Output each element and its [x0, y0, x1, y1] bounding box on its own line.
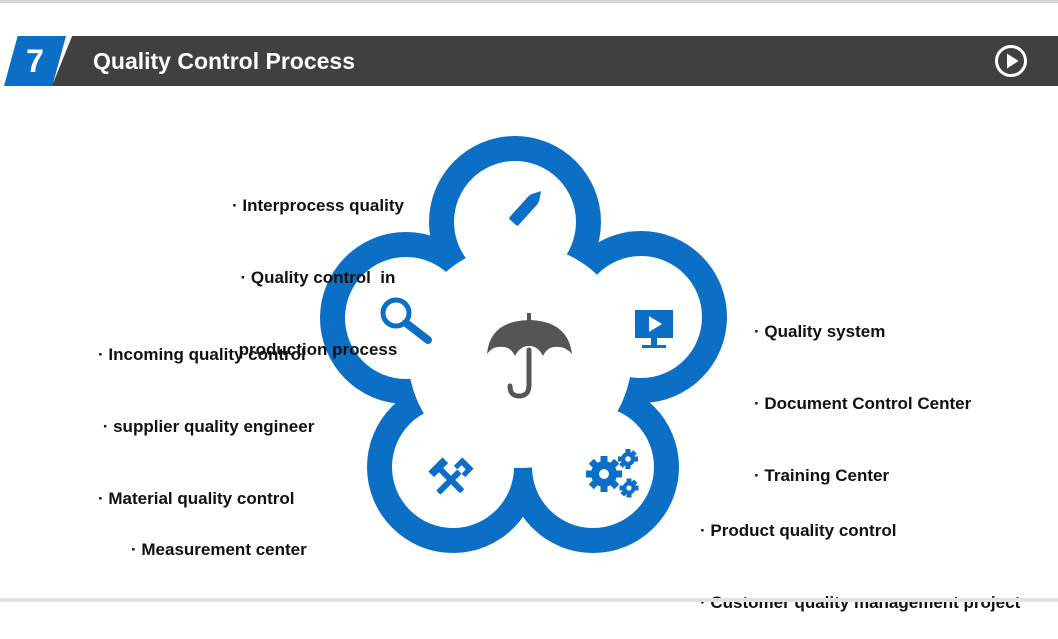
- magnifier-icon: [380, 297, 432, 344]
- label-line: · Training Center: [754, 466, 890, 485]
- top-divider: [0, 0, 1058, 3]
- gears-icon: [586, 449, 639, 498]
- label-left: · Incoming quality control · supplier qu…: [98, 295, 314, 535]
- label-line: · Material quality control: [98, 489, 295, 508]
- label-line: · Document Control Center: [754, 394, 972, 413]
- label-line: · Measurement center: [131, 540, 307, 559]
- label-line: · Quality system: [754, 322, 886, 341]
- label-line: · Interprocess quality: [232, 196, 404, 215]
- bottom-divider: [0, 598, 1058, 602]
- umbrella-icon: [487, 313, 572, 399]
- label-line: production process: [238, 340, 398, 359]
- pencil-icon: [509, 191, 542, 226]
- label-right: · Quality system · Document Control Cent…: [754, 272, 971, 512]
- slide-header: 7 Quality Control Process: [0, 36, 1058, 86]
- label-line: · Incoming quality control: [98, 345, 306, 364]
- label-top: · Interprocess quality · Quality control…: [232, 146, 404, 386]
- label-line: · Customer quality management project: [700, 593, 1021, 612]
- title-bar: [52, 36, 1058, 86]
- label-bottom-right: · Product quality control · Customer qua…: [700, 471, 1020, 639]
- section-number: 7: [26, 43, 44, 79]
- label-line: · Quality control in: [240, 268, 396, 287]
- label-bottom-left: · Measurement center: [131, 490, 307, 586]
- page-title: Quality Control Process: [93, 48, 356, 74]
- label-line: · Product quality control: [700, 521, 897, 540]
- flower-diagram: [320, 136, 727, 553]
- label-line: · supplier quality engineer: [98, 417, 315, 436]
- tools-icon: [428, 457, 474, 495]
- play-circle-icon[interactable]: [994, 44, 1028, 78]
- monitor-play-icon: [635, 310, 673, 348]
